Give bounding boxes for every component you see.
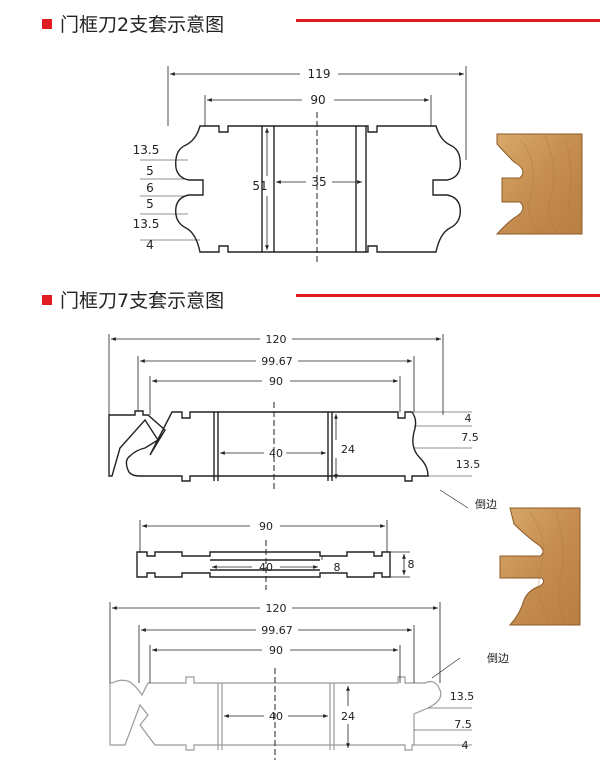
dim-top-right-2: 13.5 [456, 458, 481, 471]
chamfer-label-top: 倒边 [475, 498, 497, 511]
cutter-2pc-drawing [175, 125, 461, 253]
title-rule [296, 19, 600, 22]
dim-35-label: 35 [311, 175, 326, 189]
wood-sample-2 [499, 507, 581, 626]
wood-grain [529, 509, 567, 623]
dim-top-120: 120 [266, 333, 287, 346]
dim-bottom-right-1: 7.5 [454, 718, 472, 731]
dim-left-3: 5 [146, 197, 154, 211]
section-title-text: 门框刀2支套示意图 [60, 14, 225, 36]
dim-top-right [412, 411, 472, 509]
red-square-icon [42, 295, 52, 305]
wood-sample-1 [495, 133, 583, 235]
dim-spacer-8-inner: 8 [334, 561, 341, 574]
dim-51-label: 51 [252, 179, 267, 193]
red-square-icon [42, 19, 52, 29]
dim-90-label: 90 [310, 93, 325, 107]
wood-grain [519, 135, 572, 233]
dim-bottom-right-2: 4 [462, 739, 469, 752]
cutter-7pc-top [108, 410, 429, 482]
dim-spacer [139, 520, 410, 578]
section-title-7pc: 门框刀7支套示意图 [42, 286, 224, 313]
section-title-text: 门框刀7支套示意图 [60, 290, 225, 312]
section-title-2pc: 门框刀2支套示意图 [42, 10, 224, 37]
dim-left-stack [140, 159, 200, 241]
dim-spacer-8-side: 8 [408, 558, 415, 571]
dim-bottom-overall [109, 602, 441, 683]
dim-top-99-67: 99.67 [261, 355, 293, 368]
dim-left-0: 13.5 [133, 143, 160, 157]
dim-top-right-0: 4 [465, 412, 472, 425]
dim-spacer-40: 40 [259, 561, 273, 574]
dim-bottom-right [414, 657, 472, 746]
dim-inner [204, 95, 432, 126]
dim-bottom-right-0: 13.5 [450, 690, 475, 703]
dim-overall [167, 66, 467, 160]
dim-left-4: 13.5 [133, 217, 160, 231]
dim-119-label: 119 [308, 67, 331, 81]
dim-bottom-40: 40 [269, 710, 283, 723]
dim-bottom-inner [224, 686, 350, 748]
dim-bottom-90: 90 [269, 644, 283, 657]
dim-spacer-90: 90 [259, 520, 273, 533]
dim-left-1: 5 [146, 164, 154, 178]
dim-top-overall [108, 334, 444, 415]
dim-bottom-120: 120 [266, 602, 287, 615]
dim-top-24: 24 [341, 443, 355, 456]
dim-left-5: 4 [146, 238, 154, 252]
dim-left-2: 6 [146, 181, 154, 195]
chamfer-label-bottom: 倒边 [487, 652, 509, 665]
dim-top-90: 90 [269, 375, 283, 388]
dim-bottom-99-67: 99.67 [261, 624, 293, 637]
dim-top-right-1: 7.5 [461, 431, 479, 444]
dim-top-inner [220, 414, 338, 479]
dim-bottom-24: 24 [341, 710, 355, 723]
title-rule [296, 294, 600, 297]
dim-top-40: 40 [269, 447, 283, 460]
